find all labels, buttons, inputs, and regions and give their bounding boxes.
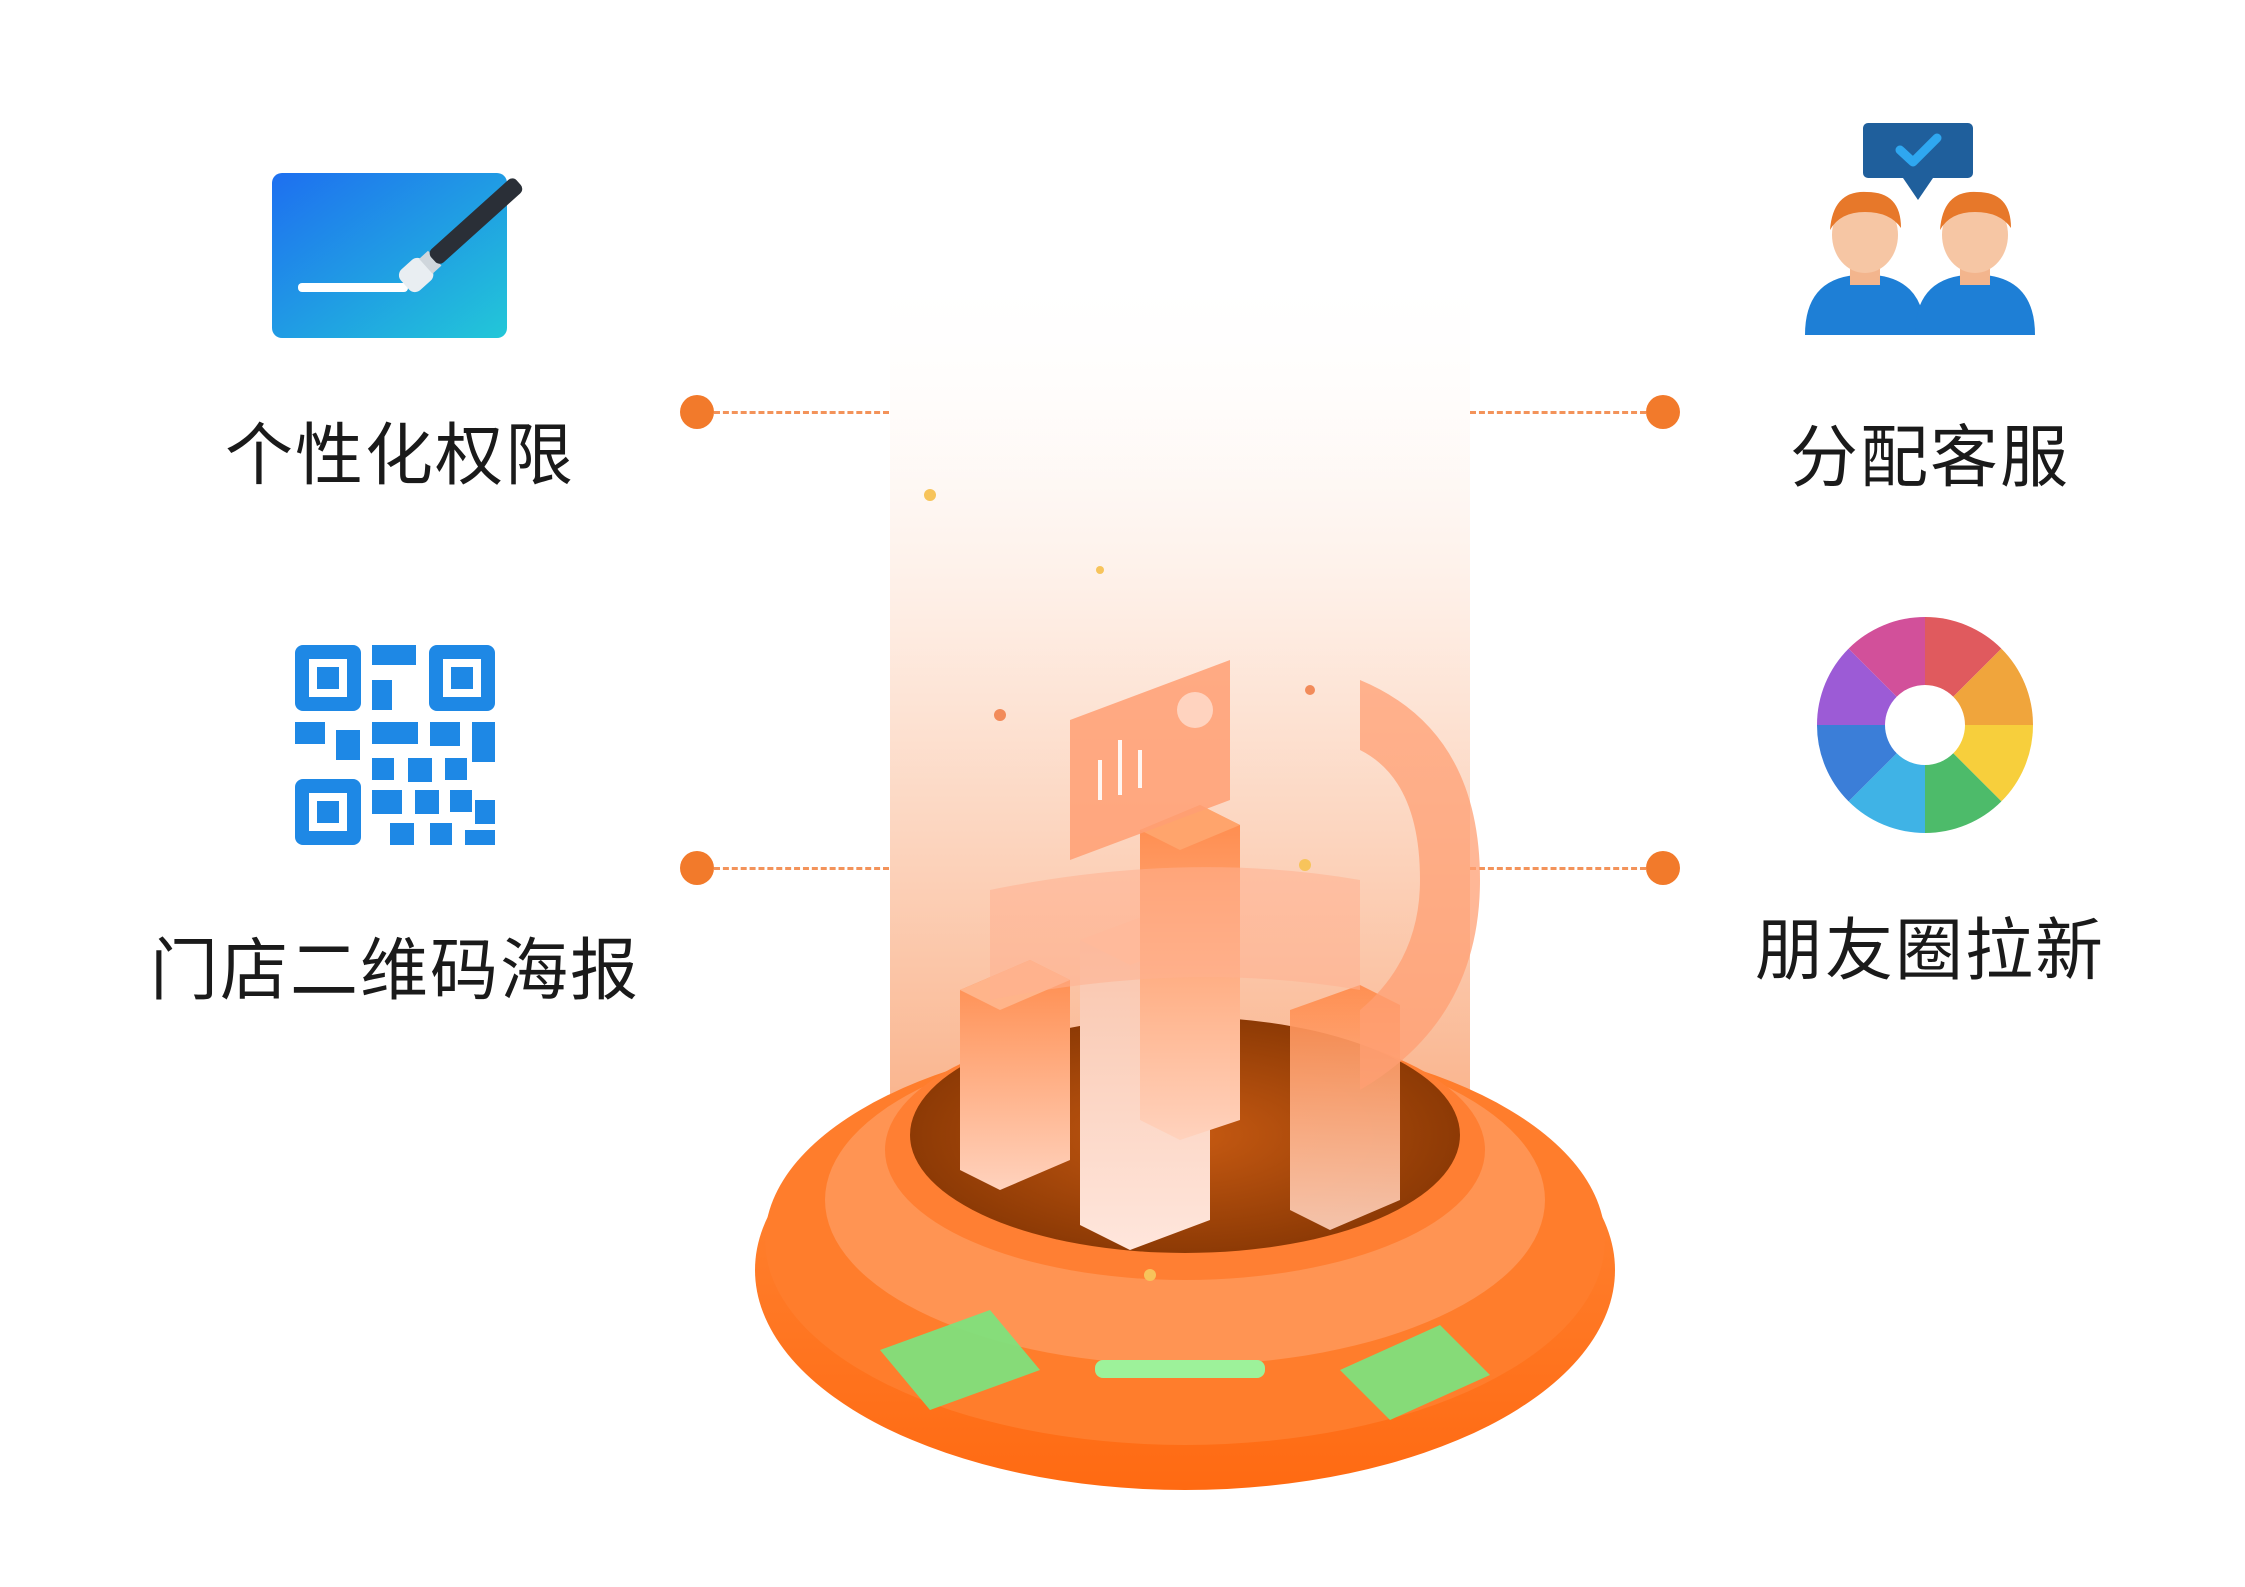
qrcode-icon: [290, 640, 500, 850]
paintbrush-icon: [270, 155, 530, 345]
feature-moments-growth: 朋友圈拉新: [1740, 610, 2120, 1010]
connector-line-left-top: [714, 411, 889, 414]
customer-service-icon: [1795, 120, 2045, 340]
permissions-label: 个性化权限: [224, 417, 575, 496]
connector-dot-left-bottom: [680, 851, 714, 885]
assign-service-label: 分配客服: [1789, 419, 2070, 498]
feature-permissions: 个性化权限: [225, 150, 573, 500]
central-data-illustration: [740, 240, 1640, 1540]
connector-line-right-top: [1470, 411, 1646, 414]
connector-dot-right-top: [1646, 395, 1680, 429]
feature-qrcode-poster: 门店二维码海报: [150, 640, 650, 1011]
qrcode-poster-label: 门店二维码海报: [150, 932, 641, 1011]
connector-dot-right-bottom: [1646, 851, 1680, 885]
connector-line-left-bottom: [714, 867, 889, 870]
connector-line-right-bottom: [1470, 867, 1646, 870]
color-wheel-icon: [1810, 610, 2040, 840]
feature-assign-service: 分配客服: [1740, 120, 2120, 500]
connector-dot-left-top: [680, 395, 714, 429]
moments-growth-label: 朋友圈拉新: [1754, 912, 2105, 991]
